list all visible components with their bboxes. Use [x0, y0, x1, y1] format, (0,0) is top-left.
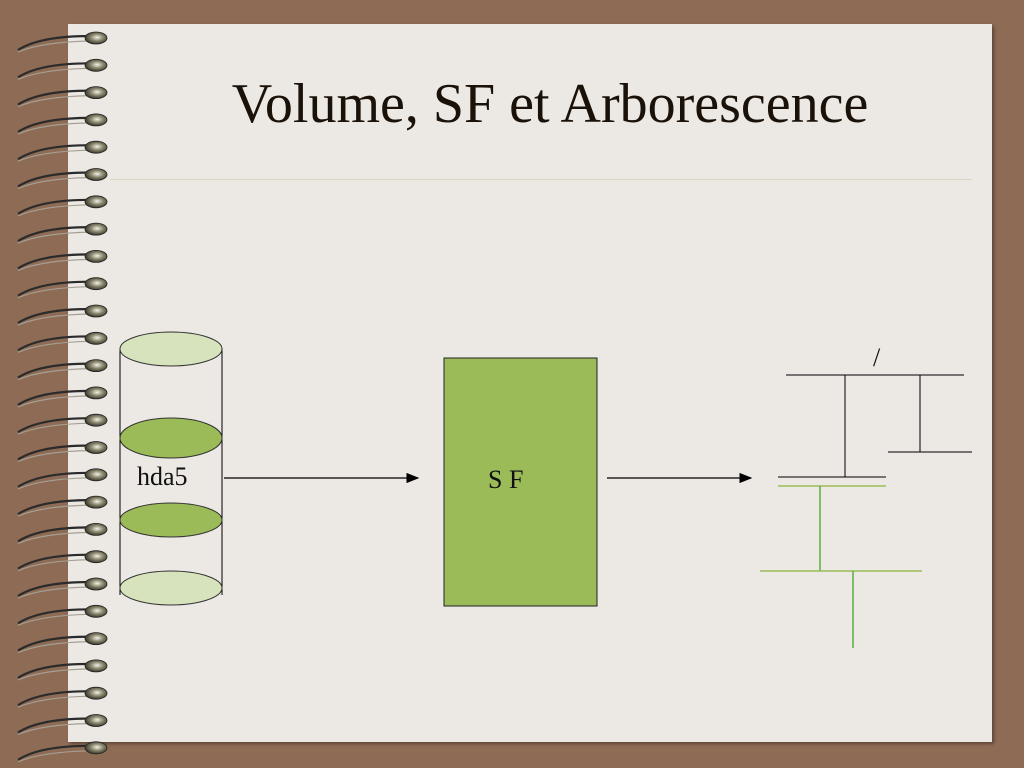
- binding-ring: [17, 659, 108, 681]
- binding-ring: [17, 113, 108, 135]
- binding-ring: [17, 523, 108, 544]
- binding-ring: [17, 249, 108, 271]
- binding-ring: [17, 495, 108, 517]
- fs-label: S F: [488, 465, 524, 494]
- binding-ring: [17, 686, 108, 708]
- binding-ring: [17, 577, 108, 599]
- binding-ring: [17, 195, 108, 217]
- binding-ring: [17, 86, 108, 108]
- binding-ring: [17, 168, 108, 190]
- cylinder-lower-disk: [119, 502, 223, 538]
- root-label: /: [873, 343, 881, 372]
- slide-title: Volume, SF et Arborescence: [231, 73, 869, 135]
- cylinder-bottom-disk: [119, 570, 223, 606]
- binding-ring: [17, 58, 108, 80]
- binding-ring: [17, 741, 108, 763]
- binding-ring: [17, 304, 108, 326]
- volume-label: hda5: [137, 462, 188, 491]
- cylinder-top-disk: [119, 331, 223, 367]
- binding-ring: [17, 140, 108, 162]
- binding-ring: [17, 632, 108, 654]
- volume-cylinder: [119, 331, 223, 606]
- binding-ring: [17, 359, 108, 381]
- binding-ring: [17, 441, 108, 463]
- fs-box: [443, 357, 598, 607]
- binding-ring: [17, 331, 108, 353]
- binding-ring: [17, 386, 108, 408]
- binding-ring: [17, 604, 108, 626]
- spiral-binding: [17, 31, 108, 763]
- binding-ring: [17, 468, 108, 490]
- cylinder-upper-disk: [119, 417, 223, 459]
- directory-tree: [760, 374, 972, 648]
- binding-ring: [17, 413, 108, 435]
- binding-ring: [17, 31, 108, 53]
- binding-ring: [17, 550, 108, 572]
- binding-ring: [17, 714, 108, 736]
- binding-ring: [17, 277, 108, 299]
- binding-ring: [17, 222, 108, 244]
- title-divider: [110, 179, 972, 180]
